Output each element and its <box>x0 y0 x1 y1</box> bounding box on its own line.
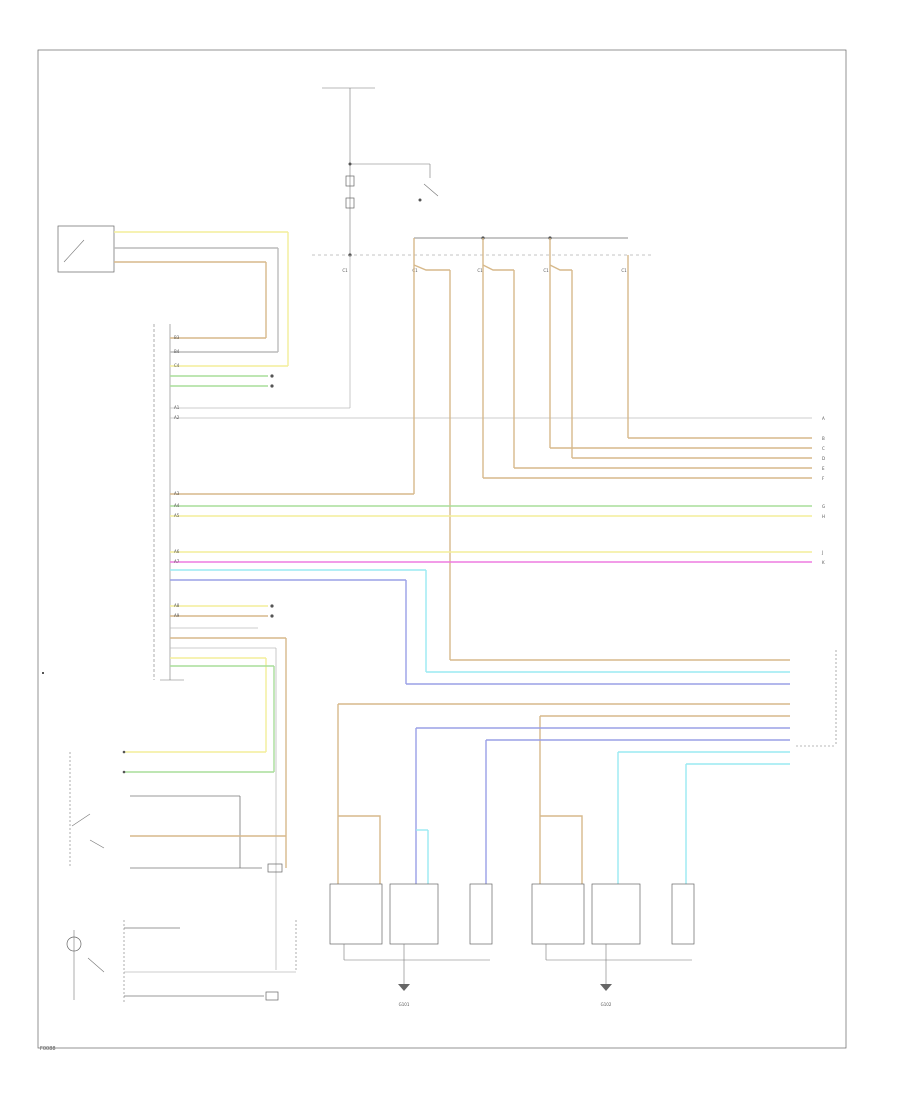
pin-label: A3 <box>174 491 180 496</box>
connector-end: K <box>822 560 825 565</box>
pin-label: A9 <box>174 613 180 618</box>
harness-runs <box>170 238 812 685</box>
connector-end: A <box>822 416 825 421</box>
lamp-feed-loom <box>337 650 837 884</box>
connector-end: B <box>822 436 825 441</box>
lamp-modules <box>329 883 695 984</box>
connector-end: C <box>822 446 825 451</box>
pin-label: A6 <box>174 549 180 554</box>
terminal-label: C1 <box>621 268 627 273</box>
pin-label: A5 <box>174 513 180 518</box>
pin-label: A2 <box>174 415 180 420</box>
terminal-label: C1 <box>477 268 483 273</box>
splice-bar <box>312 236 652 257</box>
connector-end: H <box>822 514 825 519</box>
ground-label: G102 <box>601 1002 612 1007</box>
connector-end: D <box>822 456 825 461</box>
footer-code: F0088 <box>40 1046 56 1052</box>
pin-label: B4 <box>174 349 180 354</box>
connector-end: E <box>822 466 825 471</box>
terminal-label: C1 <box>342 268 348 273</box>
connector-end: J <box>821 550 823 555</box>
turn-signal-switch <box>69 750 286 873</box>
terminal-label: C1 <box>543 268 549 273</box>
pin-label: A4 <box>174 503 180 508</box>
bcm-upper-stubs <box>170 337 288 388</box>
bcm-pin-labels: B3 B4 C4 A1 A2 A3 A4 A5 A6 A7 A8 A9 <box>174 335 180 618</box>
hazard-switch <box>66 920 297 1004</box>
ground-points: G101 G102 <box>398 984 612 1007</box>
fuse-block-feed <box>322 87 439 255</box>
pin-label: A7 <box>174 559 180 564</box>
pin-label: A8 <box>174 603 180 608</box>
connector-end-labels: A B C D E F G H J K <box>821 416 825 565</box>
main-terminal-labels: C1 C1 C1 C1 C1 <box>342 268 627 273</box>
body-control-module <box>42 324 184 681</box>
sheet-border <box>37 49 847 1049</box>
connector-end: F <box>822 476 825 481</box>
brake-pedal-sensor <box>57 225 289 366</box>
ground-label: G101 <box>399 1002 410 1007</box>
pin-label: C4 <box>174 363 180 368</box>
pin-label: B3 <box>174 335 180 340</box>
pin-label: A1 <box>174 405 180 410</box>
connector-end: G <box>822 504 825 509</box>
bcm-lower-stubs <box>170 604 287 970</box>
terminal-label: C1 <box>412 268 418 273</box>
